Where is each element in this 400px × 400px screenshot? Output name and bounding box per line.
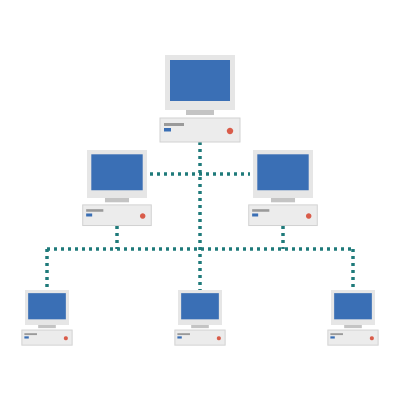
- monitor-stand: [104, 198, 130, 203]
- monitor-screen: [28, 293, 66, 320]
- computer-bottom-left: [21, 290, 73, 346]
- monitor-screen: [334, 293, 372, 320]
- desktop-computer-icon: [327, 290, 379, 346]
- power-button-icon: [226, 127, 234, 135]
- desktop-computer-icon: [21, 290, 73, 346]
- monitor-stand: [270, 198, 296, 203]
- monitor-stand: [186, 110, 214, 115]
- monitor-screen: [181, 293, 219, 320]
- monitor-screen: [170, 60, 230, 101]
- computer-mid-right: [248, 150, 318, 227]
- computer-root: [159, 55, 241, 143]
- status-light: [86, 213, 93, 217]
- drive-slot: [24, 333, 37, 336]
- monitor-stand: [38, 325, 56, 329]
- drive-slot: [177, 333, 190, 336]
- status-light: [177, 336, 182, 339]
- monitor-stand: [191, 325, 209, 329]
- status-light: [164, 128, 171, 132]
- monitor-stand: [344, 325, 362, 329]
- power-button-icon: [305, 213, 312, 219]
- power-button-icon: [139, 213, 146, 219]
- power-button-icon: [216, 336, 221, 341]
- status-light: [24, 336, 29, 339]
- computer-bottom-center: [174, 290, 226, 346]
- status-light: [330, 336, 335, 339]
- monitor-screen: [257, 154, 309, 191]
- drive-slot: [330, 333, 343, 336]
- status-light: [252, 213, 259, 217]
- desktop-computer-icon: [82, 150, 152, 227]
- desktop-computer-icon: [159, 55, 241, 143]
- drive-slot: [86, 209, 104, 212]
- power-button-icon: [63, 336, 68, 341]
- computer-bottom-right: [327, 290, 379, 346]
- computer-case: [159, 117, 241, 143]
- computer-mid-left: [82, 150, 152, 227]
- power-button-icon: [369, 336, 374, 341]
- desktop-computer-icon: [174, 290, 226, 346]
- connector-lines: [45, 142, 355, 290]
- drive-slot: [164, 123, 184, 126]
- desktop-computer-icon: [248, 150, 318, 227]
- drive-slot: [252, 209, 270, 212]
- monitor-screen: [91, 154, 143, 191]
